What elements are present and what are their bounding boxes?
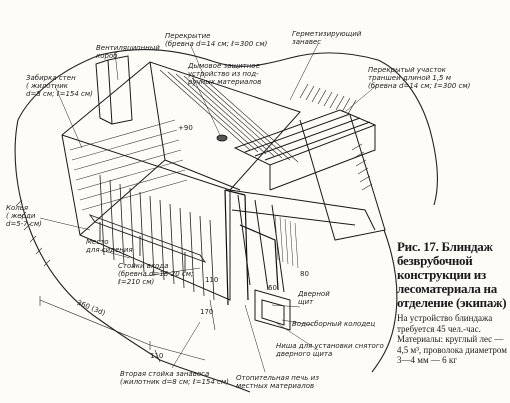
entrance-trench [229,189,376,293]
label-smoke-device: Дымовое защитное устройство из под- ручн… [188,62,262,86]
label-stakes: Колья ( жерди d=5-7 см) [6,204,42,228]
dugout-walls [61,61,301,301]
ground-outline [14,49,438,393]
caption-note: На устройство блиндажа требуется 45 чел.… [397,313,507,365]
drain-well [254,289,291,331]
label-drain-well: Водосборный колодец [292,320,376,328]
label-vent-duct: Вентиляционный короб [96,44,160,60]
dim-80: 80 [300,270,309,278]
dimension-lines [39,296,216,363]
wall-lining-planks [69,119,188,211]
vent-duct [95,55,133,125]
label-second-post: Вторая стойка занавеса (жилотник d=8 см;… [120,370,229,386]
seating-bench [88,214,207,272]
dim-90: +90 [178,124,193,132]
dim-depth-2: 170 [200,308,214,316]
dim-60: 60 [268,284,277,292]
caption-title: Рис. 17. Блиндаж безврубочной конструкци… [397,239,507,310]
leader-lines [39,43,379,373]
label-entrance-posts: Стойки входа (бревна d=18-20 см; ℓ=210 с… [118,262,194,286]
label-covered-section: Перекрытый участок траншеи длиной 1,5 м … [368,66,471,90]
entrance-frame [224,189,279,306]
label-seating: Место для сидения [86,238,133,254]
covered-trench [233,109,386,241]
sealed-curtain [274,214,299,269]
label-wall-lining: Забирка стен ( жилотник d=8 см; ℓ=154 см… [26,74,93,98]
ground-hatching [15,83,373,267]
smoke-device [216,134,228,142]
dim-depth-1: 110 [150,352,164,360]
label-roof: Перекрытие (бревна d=14 см; ℓ=300 см) [165,32,268,48]
label-door-shield: Дверной щит [298,290,330,306]
roof-logs [159,69,299,163]
label-heater: Отопительная печь из местных материалов [236,374,319,390]
label-sealed-curtain: Герметизирующий занавес [292,30,362,46]
label-shield-niche: Ниша для установки снятого дверного щита [276,342,384,358]
figure-caption: Рис. 17. Блиндаж безврубочной конструкци… [397,240,509,366]
dim-height-1: 110 [205,276,219,284]
